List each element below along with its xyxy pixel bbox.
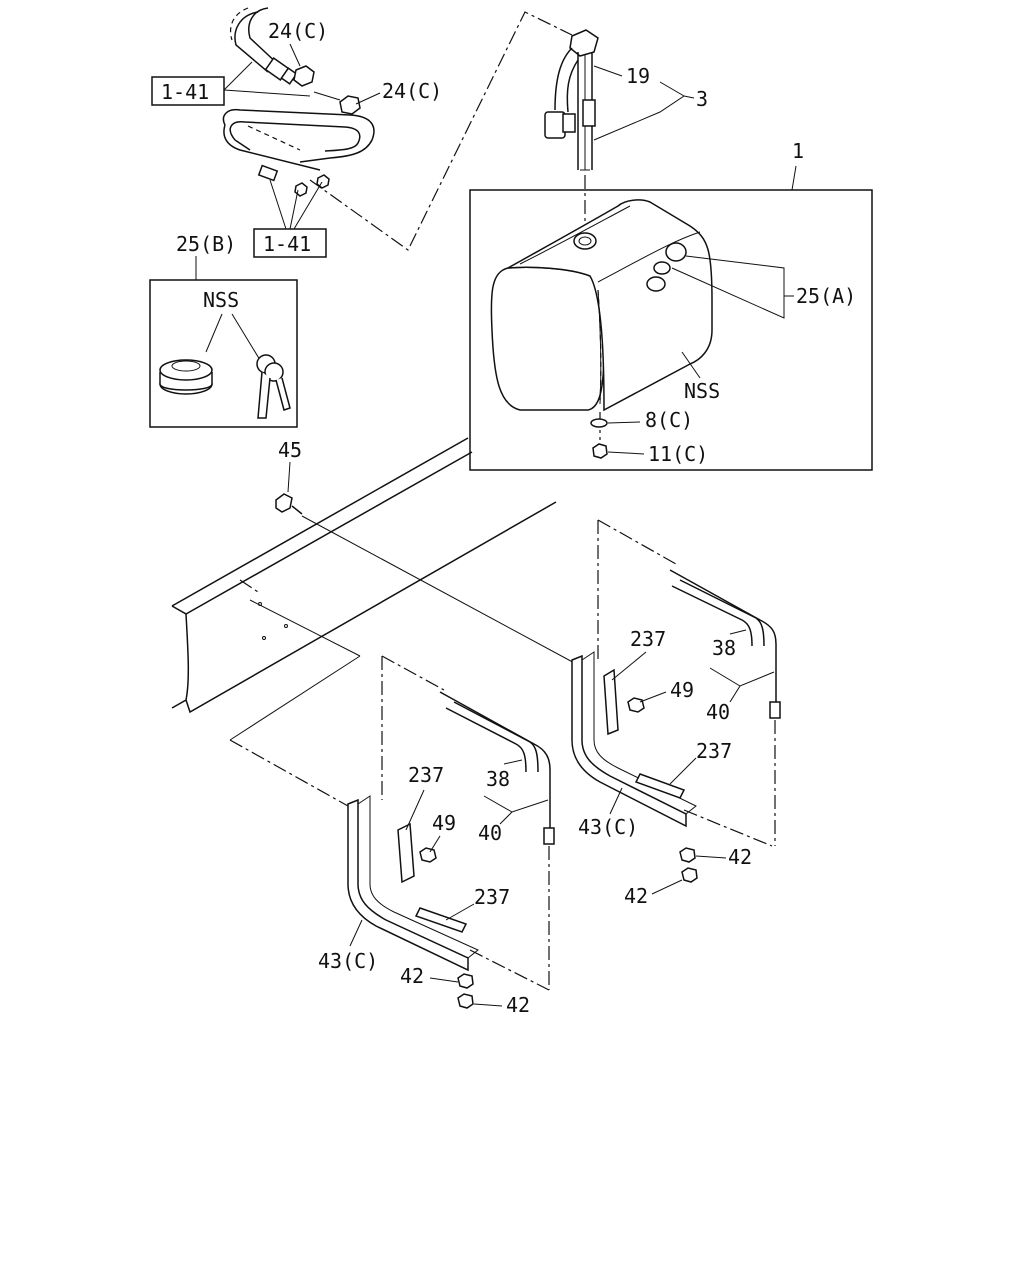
callout-237-left-bot: 237 [474,885,510,909]
frame-rail [171,437,557,807]
callout-24c-top: 24(C) [268,19,328,43]
washer-8c [590,418,608,428]
reference-1-41-lower[interactable]: 1-41 [253,179,327,258]
fuel-cap-group-box [149,279,298,428]
callout-43c-left: 43(C) [318,949,378,973]
ref-lower-label: 1-41 [263,232,311,256]
fuel-hose-assembly [222,7,573,251]
callout-38-left: 38 [486,767,510,791]
ref-upper-label: 1-41 [161,80,209,104]
fuel-tank [490,199,713,440]
callout-237-left-top: 237 [408,763,444,787]
nss-tank: NSS [684,379,720,403]
bracket-assembly-left [347,655,555,1009]
callout-49-left: 49 [432,811,456,835]
keys [256,354,291,419]
callout-3: 3 [696,87,708,111]
callout-43c-right: 43(C) [578,815,638,839]
callout-38-right: 38 [712,636,736,660]
callout-11c: 11(C) [648,442,708,466]
fuel-tank-group-box [469,189,873,471]
callout-42-left-b: 42 [506,993,530,1017]
callout-42-right-a: 42 [728,845,752,869]
callout-40-left: 40 [478,821,502,845]
bracket-assembly-right [571,519,781,883]
callout-42-left-a: 42 [400,964,424,988]
callout-45: 45 [278,438,302,462]
callout-42-right-b: 42 [624,884,648,908]
drain-plug-11c [592,443,608,459]
callout-19: 19 [626,64,650,88]
reference-1-41-upper[interactable]: 1-41 [151,61,311,106]
callout-40-right: 40 [706,700,730,724]
callout-8c: 8(C) [645,408,693,432]
callout-237-right-top: 237 [630,627,666,651]
callout-25b: 25(B) [176,232,236,256]
callout-24c-right: 24(C) [382,79,442,103]
nss-cap: NSS [203,288,239,312]
fuel-sender-unit [544,29,599,232]
callout-1: 1 [792,139,804,163]
callout-25a: 25(A) [796,284,856,308]
callout-49-right: 49 [670,678,694,702]
fuel-cap [159,359,213,395]
callout-237-right-bot: 237 [696,739,732,763]
bolt-45 [275,493,293,513]
